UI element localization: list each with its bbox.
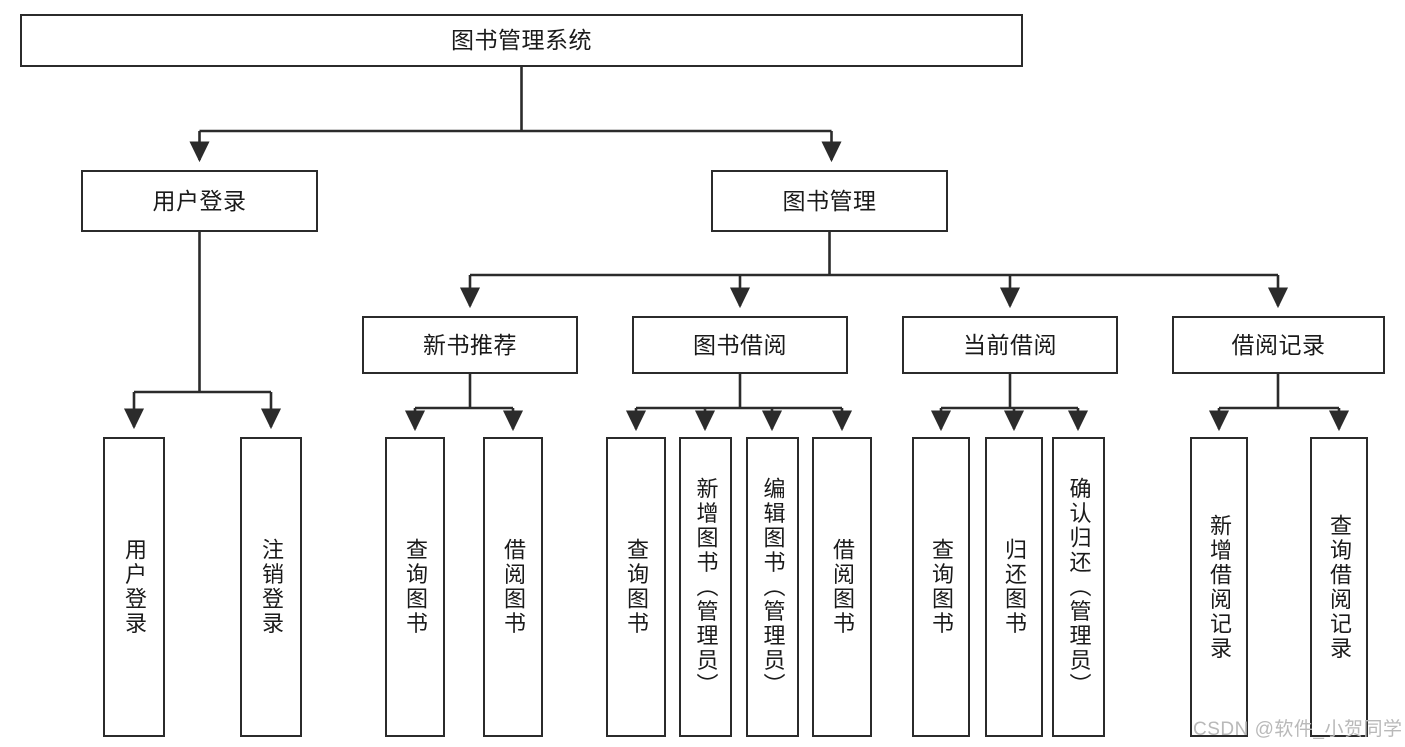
leaf-add-borrow-record[interactable]: 新增借阅记录 xyxy=(1190,437,1248,737)
leaf-return-book[interactable]: 归还图书 xyxy=(985,437,1043,737)
leaf-logout-label: 注销登录 xyxy=(259,538,284,636)
node-current-borrowing-label: 当前借阅 xyxy=(963,331,1057,358)
leaf-query-book-borrowing-label: 查询图书 xyxy=(624,538,649,636)
leaf-query-book-current[interactable]: 查询图书 xyxy=(912,437,970,737)
leaf-borrow-book-newbook[interactable]: 借阅图书 xyxy=(483,437,543,737)
leaf-confirm-return-admin[interactable]: 确认归还（管理员） xyxy=(1052,437,1105,737)
node-user-login[interactable]: 用户登录 xyxy=(81,170,318,232)
leaf-user-login[interactable]: 用户登录 xyxy=(103,437,165,737)
leaf-logout[interactable]: 注销登录 xyxy=(240,437,302,737)
leaf-add-book-admin[interactable]: 新增图书（管理员） xyxy=(679,437,732,737)
node-root[interactable]: 图书管理系统 xyxy=(20,14,1023,67)
leaf-add-borrow-record-label: 新增借阅记录 xyxy=(1207,513,1232,661)
leaf-query-borrow-record-label: 查询借阅记录 xyxy=(1327,513,1352,661)
leaf-query-book-borrowing[interactable]: 查询图书 xyxy=(606,437,666,737)
leaf-query-book-current-label: 查询图书 xyxy=(929,538,954,636)
node-book-borrowing-label: 图书借阅 xyxy=(693,331,787,358)
node-new-book-recommendation[interactable]: 新书推荐 xyxy=(362,316,578,374)
node-book-management-label: 图书管理 xyxy=(782,187,877,214)
node-new-book-recommendation-label: 新书推荐 xyxy=(423,331,517,358)
leaf-edit-book-admin-label: 编辑图书（管理员） xyxy=(760,476,786,698)
leaf-return-book-label: 归还图书 xyxy=(1002,538,1027,636)
leaf-query-borrow-record[interactable]: 查询借阅记录 xyxy=(1310,437,1368,737)
leaf-borrow-book-newbook-label: 借阅图书 xyxy=(501,538,526,636)
node-root-label: 图书管理系统 xyxy=(451,27,592,54)
leaf-query-book-newbook[interactable]: 查询图书 xyxy=(385,437,445,737)
node-user-login-label: 用户登录 xyxy=(152,187,247,214)
node-book-management[interactable]: 图书管理 xyxy=(711,170,948,232)
leaf-confirm-return-admin-label: 确认归还（管理员） xyxy=(1066,476,1092,698)
leaf-borrow-book-borrowing-label: 借阅图书 xyxy=(830,538,855,636)
node-borrow-records[interactable]: 借阅记录 xyxy=(1172,316,1385,374)
node-borrow-records-label: 借阅记录 xyxy=(1231,331,1326,358)
leaf-add-book-admin-label: 新增图书（管理员） xyxy=(693,476,719,698)
leaf-edit-book-admin[interactable]: 编辑图书（管理员） xyxy=(746,437,799,737)
node-book-borrowing[interactable]: 图书借阅 xyxy=(632,316,848,374)
node-current-borrowing[interactable]: 当前借阅 xyxy=(902,316,1118,374)
leaf-query-book-newbook-label: 查询图书 xyxy=(403,538,428,636)
csdn-watermark: CSDN @软件_小贺同学 xyxy=(1193,719,1403,740)
leaf-user-login-label: 用户登录 xyxy=(122,538,147,636)
leaf-borrow-book-borrowing[interactable]: 借阅图书 xyxy=(812,437,872,737)
